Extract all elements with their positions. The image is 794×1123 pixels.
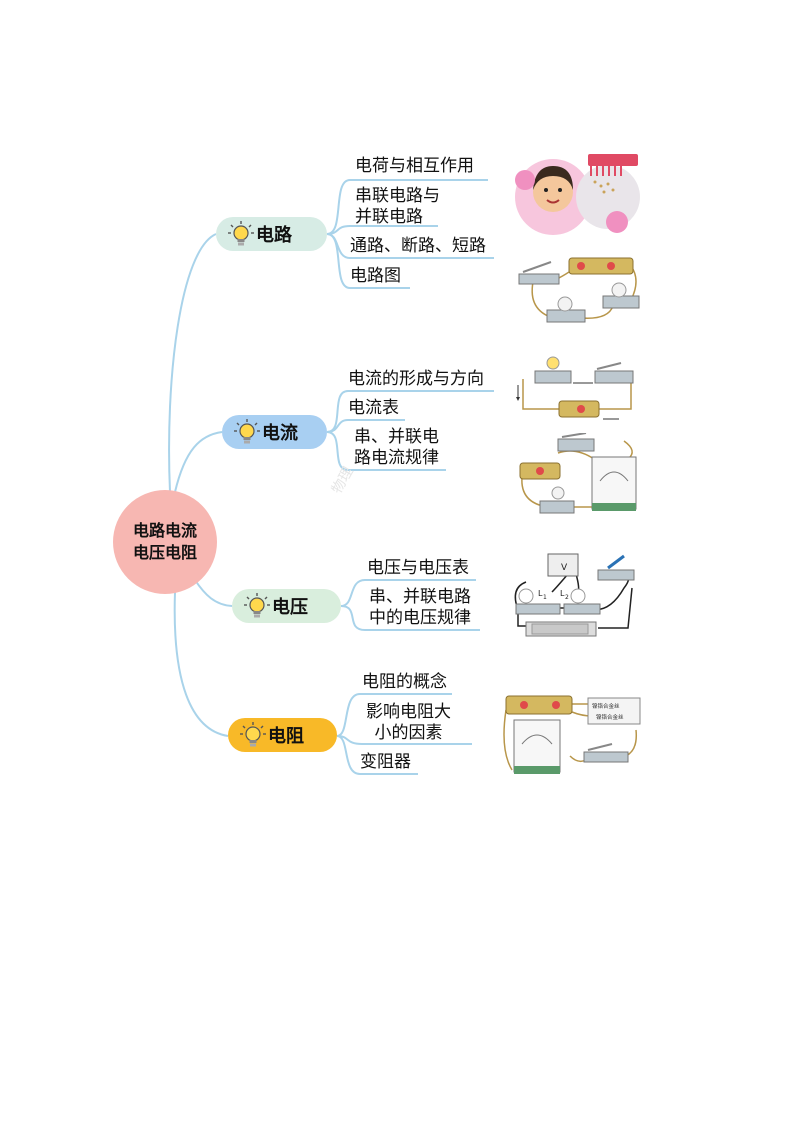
wire1-label: 镍铬合金丝 [592,702,620,710]
topic-circuit[interactable]: 电路 [216,217,327,251]
sub-line [336,693,452,737]
subtopic-resistance-concept[interactable]: 电阻的概念 [362,672,447,692]
subtopic-voltage-voltmeter[interactable]: 电压与电压表 [367,558,469,578]
sub-line [340,579,476,607]
subtopic-ammeter[interactable]: 电流表 [348,398,399,418]
root-label-line2: 电压电阻 [132,543,197,562]
sub-line [336,735,418,775]
lightbulb-icon [240,722,266,747]
subtopic-current-law[interactable]: 串、并联电 路电流规律 [354,427,439,468]
lightbulb-icon [228,221,254,246]
topic-label: 电路 [256,225,292,246]
lightbulb-icon [244,593,270,618]
sub-line [340,605,480,631]
sub-line [326,179,488,235]
branch-root-circuit [168,233,217,493]
circuit-basic-diagram [518,257,640,323]
connector-lines [168,179,494,775]
circuit-voltmeter: V L 1 L 2 [514,553,635,637]
sub-line [326,431,446,471]
topic-label: 电流 [262,423,298,444]
bulb-l1-subscript: 1 [543,594,547,601]
circuit-current-direction [516,356,634,420]
topic-voltage[interactable]: 电压 [232,589,341,623]
topic-label: 电压 [272,597,308,618]
sub-line [326,233,410,289]
subtopic-series-parallel-circuit[interactable]: 串联电路与 并联电路 [355,186,440,227]
circuit-resistance-wire: 镍铬合金丝 镍铬合金丝 [503,695,641,774]
root-label-line1: 电路电流 [132,521,197,540]
subtopic-voltage-law[interactable]: 串、并联电路 中的电压规律 [369,587,471,628]
branch-root-resistance [173,591,229,737]
subtopic-open-short-circuit[interactable]: 通路、断路、短路 [350,236,486,256]
branch-root-current [174,431,223,493]
topic-resistance[interactable]: 电阻 [228,718,337,752]
wire2-label: 镍铬合金丝 [596,713,624,721]
subtopic-rheostat[interactable]: 变阻器 [360,752,411,772]
topic-current[interactable]: 电流 [222,415,327,449]
subtopic-current-formation[interactable]: 电流的形成与方向 [348,369,484,389]
lightbulb-icon [234,419,260,444]
subtopic-charge-interaction[interactable]: 电荷与相互作用 [355,156,474,176]
subtopic-resistance-factors[interactable]: 影响电阻大 小的因素 [366,702,451,743]
bulb-l1-label: L [538,589,543,598]
static-electricity-photo [515,154,640,235]
branch-root-voltage [194,579,233,607]
root-node[interactable]: 电路电流 电压电阻 [113,490,217,594]
circuit-ammeter [519,433,637,514]
topic-label: 电阻 [268,726,304,747]
voltmeter-v-label: V [561,563,568,573]
bulb-l2-label: L [560,589,565,598]
bulb-l2-subscript: 2 [565,594,569,601]
subtopic-circuit-diagram[interactable]: 电路图 [350,266,401,286]
